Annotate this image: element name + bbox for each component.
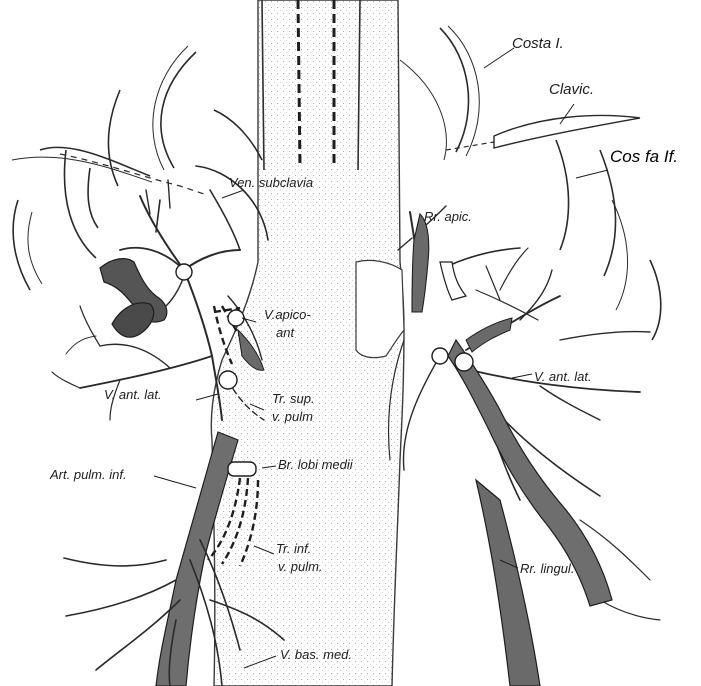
left-upper-branch <box>466 318 512 352</box>
label-br-lobi-medii: Br. lobi medii <box>278 458 353 471</box>
label-clavic: Clavic. <box>549 82 594 97</box>
label-rr-lingul: Rr. lingul. <box>520 562 574 575</box>
label-v-ant-lat-right-lung: V. ant. lat. <box>104 388 162 401</box>
label-v-apicoant-line2: ant <box>276 326 294 339</box>
lingular-vessel <box>476 480 540 686</box>
br-lobi-medii-ring <box>228 462 256 476</box>
vessel-ring <box>432 348 448 364</box>
label-v-apicoant-line1: V.apico- <box>264 308 311 321</box>
left-hilum-vessels <box>389 206 660 620</box>
label-rr-apic: Rr. apic. <box>424 210 472 223</box>
label-tr-inf-line1: Tr. inf. <box>276 542 311 555</box>
apical-artery-dark <box>100 259 167 338</box>
vessel-ring <box>176 264 192 280</box>
label-costa-ii: Cos fa If. <box>610 148 678 165</box>
left-apical-vessel <box>412 214 429 312</box>
label-tr-inf-line2: v. pulm. <box>278 560 323 573</box>
vessel-ring <box>455 353 473 371</box>
label-art-pulm-inf: Art. pulm. inf. <box>50 468 127 481</box>
label-v-ant-lat-left-lung: V. ant. lat. <box>534 370 592 383</box>
label-v-bas-med: V. bas. med. <box>280 648 352 661</box>
label-costa-i: Costa I. <box>512 36 564 51</box>
vessel-ring <box>228 310 244 326</box>
label-ven-subclavia: Ven. subclavia <box>229 176 313 189</box>
label-tr-sup-line2: v. pulm <box>272 410 313 423</box>
label-tr-sup-line1: Tr. sup. <box>272 392 315 405</box>
left-apical-stub <box>440 262 466 300</box>
vessel-ring <box>219 371 237 389</box>
